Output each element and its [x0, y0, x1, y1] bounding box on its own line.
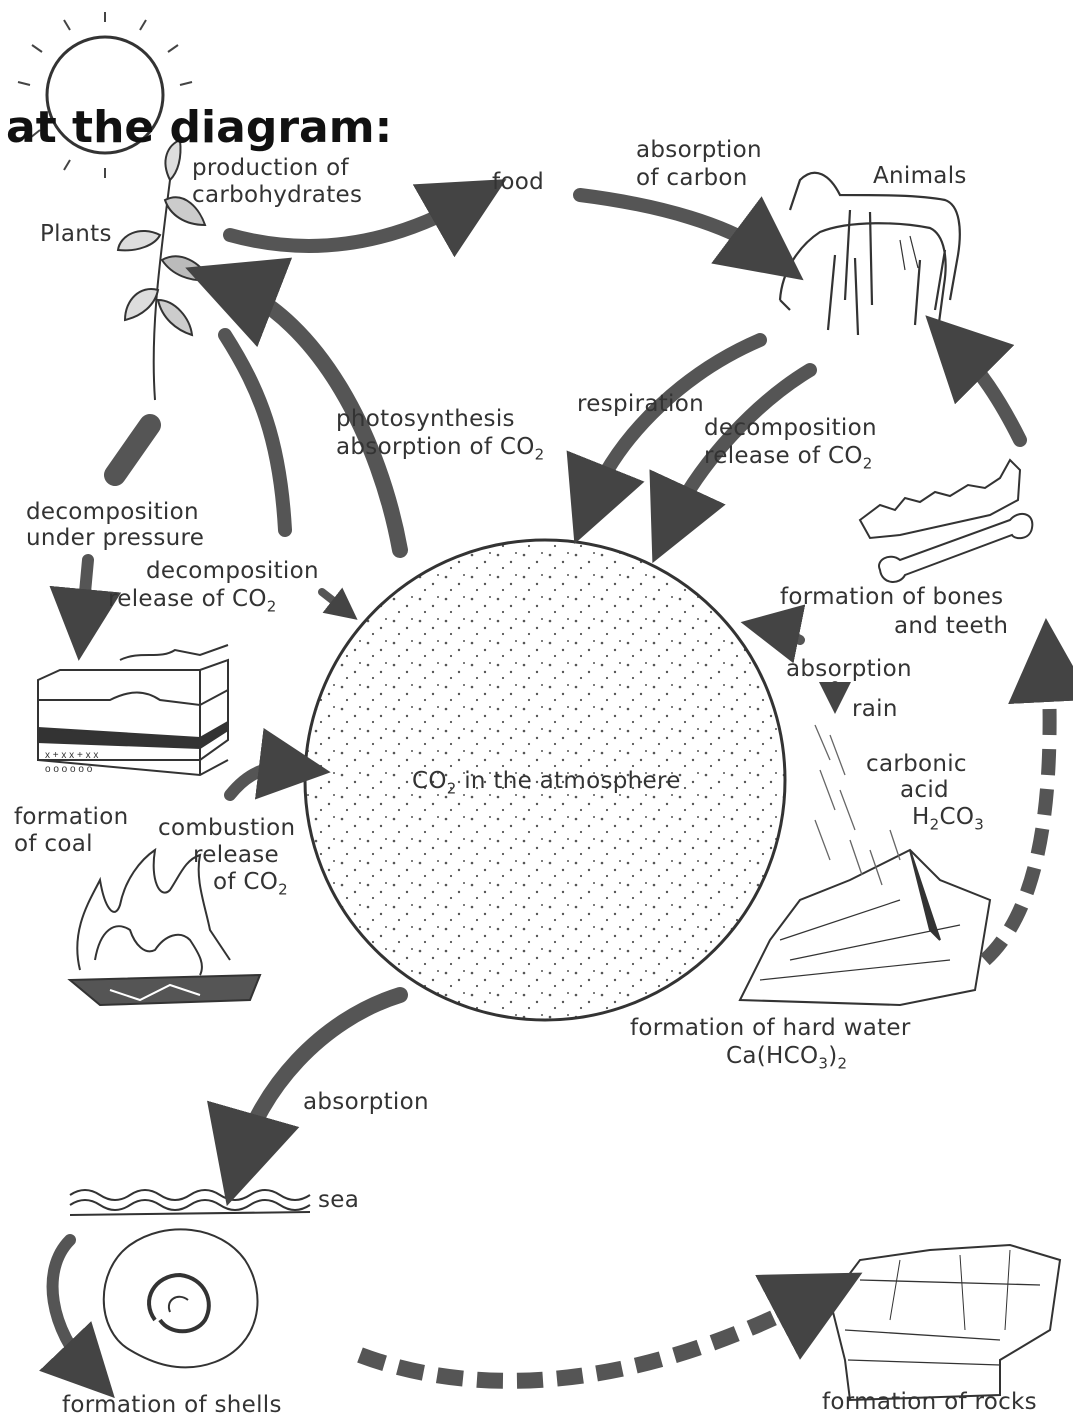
label-decomp-release-2: release of CO2: [704, 442, 873, 478]
sea-waves-icon: [70, 1190, 310, 1215]
label-carbonic-3: H2CO3: [912, 803, 984, 839]
label-carbohydrates: carbohydrates: [192, 181, 362, 209]
rocks-icon: [830, 1245, 1060, 1400]
arrow-to-sea: [240, 995, 400, 1160]
label-absorption-carbon-1: absorption: [636, 136, 762, 164]
animals-icon: [780, 173, 960, 335]
sun-icon: [18, 12, 192, 178]
subscript: 2: [447, 780, 457, 798]
subscript: 2: [278, 881, 288, 899]
label-hardwater-1: formation of hard water: [630, 1014, 911, 1042]
arrow-combustion: [230, 767, 295, 795]
subscript: 2: [535, 446, 545, 464]
svg-text:x + x x + x x: x + x x + x x: [45, 750, 98, 761]
label-decomp-pressure-2: under pressure: [26, 524, 204, 552]
label-decomp-left-1: decomposition: [146, 557, 319, 585]
arrow-bones-to-animals: [955, 345, 1020, 440]
arrow-decomp-plants: [225, 335, 285, 530]
subscript: 2: [930, 816, 940, 834]
label-atmosphere: CO2 in the atmosphere: [412, 767, 681, 803]
label-combustion-3: of CO2: [213, 868, 288, 904]
subscript: 3: [974, 816, 984, 834]
label-combustion-1: combustion: [158, 814, 295, 842]
label-hardwater-2: Ca(HCO3)2: [726, 1042, 847, 1078]
shell-icon: [104, 1229, 258, 1367]
label-carbonic-1: carbonic: [866, 750, 967, 778]
bones-icon: [860, 460, 1032, 582]
subscript: 2: [267, 598, 277, 616]
label-absorption-carbon-2: of carbon: [636, 164, 748, 192]
subscript: 2: [863, 455, 873, 473]
dashed-arrow-shells-to-rocks: [360, 1295, 820, 1381]
label-decomp-release-1: decomposition: [704, 414, 877, 442]
arrow-plants-down: [115, 425, 150, 475]
label-decomp-left-2: release of CO2: [108, 585, 277, 621]
label-sea: sea: [318, 1186, 359, 1214]
label-rain: rain: [852, 695, 898, 723]
label-bones-2: and teeth: [894, 612, 1008, 640]
label-production: production of: [192, 154, 349, 182]
arrow-to-shells: [53, 1240, 90, 1372]
arrow-absorption-right: [770, 628, 800, 640]
coal-layers-icon: x + x x + x x o o o o o o: [38, 645, 228, 775]
label-respiration: respiration: [577, 390, 704, 418]
label-bones-1: formation of bones: [780, 583, 1003, 611]
label-rocks: formation of rocks: [822, 1388, 1037, 1416]
rock-formation-icon: [740, 850, 990, 1005]
subscript: 2: [838, 1055, 848, 1073]
label-shells: formation of shells: [62, 1391, 282, 1419]
label-decomp-pressure-1: decomposition: [26, 498, 199, 526]
label-animals: Animals: [873, 162, 967, 190]
label-coal-1: formation: [14, 803, 128, 831]
label-plants: Plants: [40, 220, 112, 248]
page-heading: at the diagram:: [6, 102, 392, 153]
label-absorption-right: absorption: [786, 655, 912, 683]
label-coal-2: of coal: [14, 830, 93, 858]
arrow-to-coal: [82, 560, 88, 625]
arrow-decomp-to-atmos: [322, 592, 345, 610]
dashed-arrow-hardwater-to-bones: [985, 660, 1050, 960]
label-food: food: [492, 168, 544, 196]
arrow-food-to-animals: [580, 195, 770, 255]
label-absorption-sea: absorption: [303, 1088, 429, 1116]
label-photosynthesis-2: absorption of CO2: [336, 433, 544, 469]
label-photosynthesis-1: photosynthesis: [336, 405, 515, 433]
svg-text:o o o o o o: o o o o o o: [45, 764, 93, 775]
subscript: 3: [818, 1055, 828, 1073]
label-carbonic-2: acid: [900, 776, 949, 804]
label-combustion-2: release: [193, 841, 279, 869]
